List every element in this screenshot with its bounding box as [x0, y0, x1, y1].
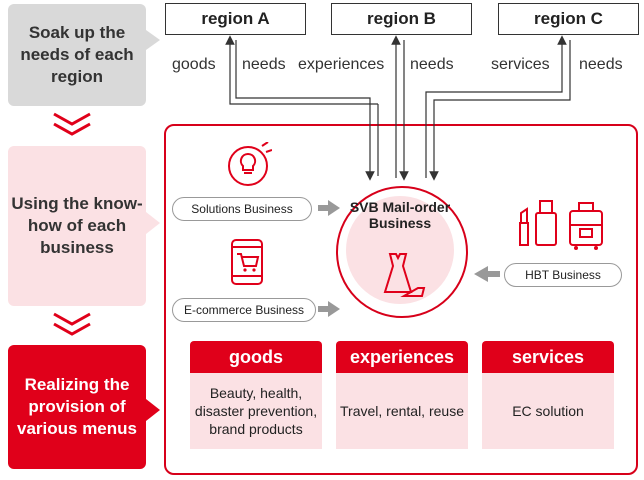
- region-c-box: region C: [498, 3, 639, 35]
- step-label: Soak up the needs of each region: [20, 23, 134, 86]
- category-detail: EC solution: [512, 403, 584, 419]
- shopping-cart-icon: [231, 239, 263, 285]
- category-detail: Travel, rental, reuse: [340, 403, 464, 419]
- flow-label-needs-b: needs: [410, 56, 454, 73]
- step-use-know-how: Using the know-how of each business: [8, 146, 160, 306]
- pill-label: E-commerce Business: [183, 303, 305, 317]
- arrow-needs-c: [429, 40, 571, 181]
- pill-label: Solutions Business: [191, 202, 293, 216]
- step-provide-menus: Realizing the provision of various menus: [8, 345, 160, 469]
- category-services-body: EC solution: [482, 373, 614, 449]
- flow-label-goods: goods: [172, 56, 216, 73]
- arrow-needs-a: [235, 40, 375, 181]
- category-label: experiences: [349, 346, 455, 367]
- ecommerce-business-pill: E-commerce Business: [172, 298, 316, 322]
- hbt-business-pill: HBT Business: [504, 263, 622, 287]
- region-b-box: region B: [331, 3, 472, 35]
- flow-label-experiences: experiences: [298, 56, 385, 73]
- region-a-box: region A: [165, 3, 306, 35]
- step-soak-up-needs: Soak up the needs of each region: [8, 4, 160, 106]
- category-services-header: services: [482, 341, 614, 373]
- category-goods-header: goods: [190, 341, 322, 373]
- svb-business-frame: [164, 124, 638, 475]
- region-label: region A: [201, 9, 270, 28]
- region-label: region B: [367, 9, 436, 28]
- suitcase-icon: [569, 202, 603, 250]
- dress-icon: [383, 253, 426, 297]
- step-label: Using the know-how of each business: [11, 194, 143, 257]
- chevron-down-icon: [53, 312, 91, 336]
- category-label: services: [511, 346, 585, 367]
- chevron-down-icon: [53, 112, 91, 136]
- pill-label: HBT Business: [525, 268, 601, 282]
- flow-label-needs-c: needs: [579, 56, 623, 73]
- high-heel-icon: [400, 287, 426, 297]
- region-label: region C: [534, 9, 603, 28]
- category-goods-body: Beauty, health, disaster prevention, bra…: [190, 373, 322, 449]
- flow-label-services: services: [491, 56, 550, 73]
- category-experiences-body: Travel, rental, reuse: [336, 373, 468, 449]
- solutions-business-pill: Solutions Business: [172, 197, 312, 221]
- lightbulb-icon: [228, 142, 272, 186]
- category-experiences-header: experiences: [336, 341, 468, 373]
- svb-circle-inner: [346, 196, 454, 304]
- svb-title: SVB Mail-order Business: [349, 199, 451, 231]
- category-label: goods: [229, 346, 283, 367]
- category-detail: Beauty, health, disaster prevention, bra…: [194, 385, 318, 437]
- cosmetics-icon: [519, 200, 557, 246]
- step-label: Realizing the provision of various menus: [17, 375, 137, 438]
- arrow-to-region-c: [425, 35, 567, 178]
- flow-label-needs-a: needs: [242, 56, 286, 73]
